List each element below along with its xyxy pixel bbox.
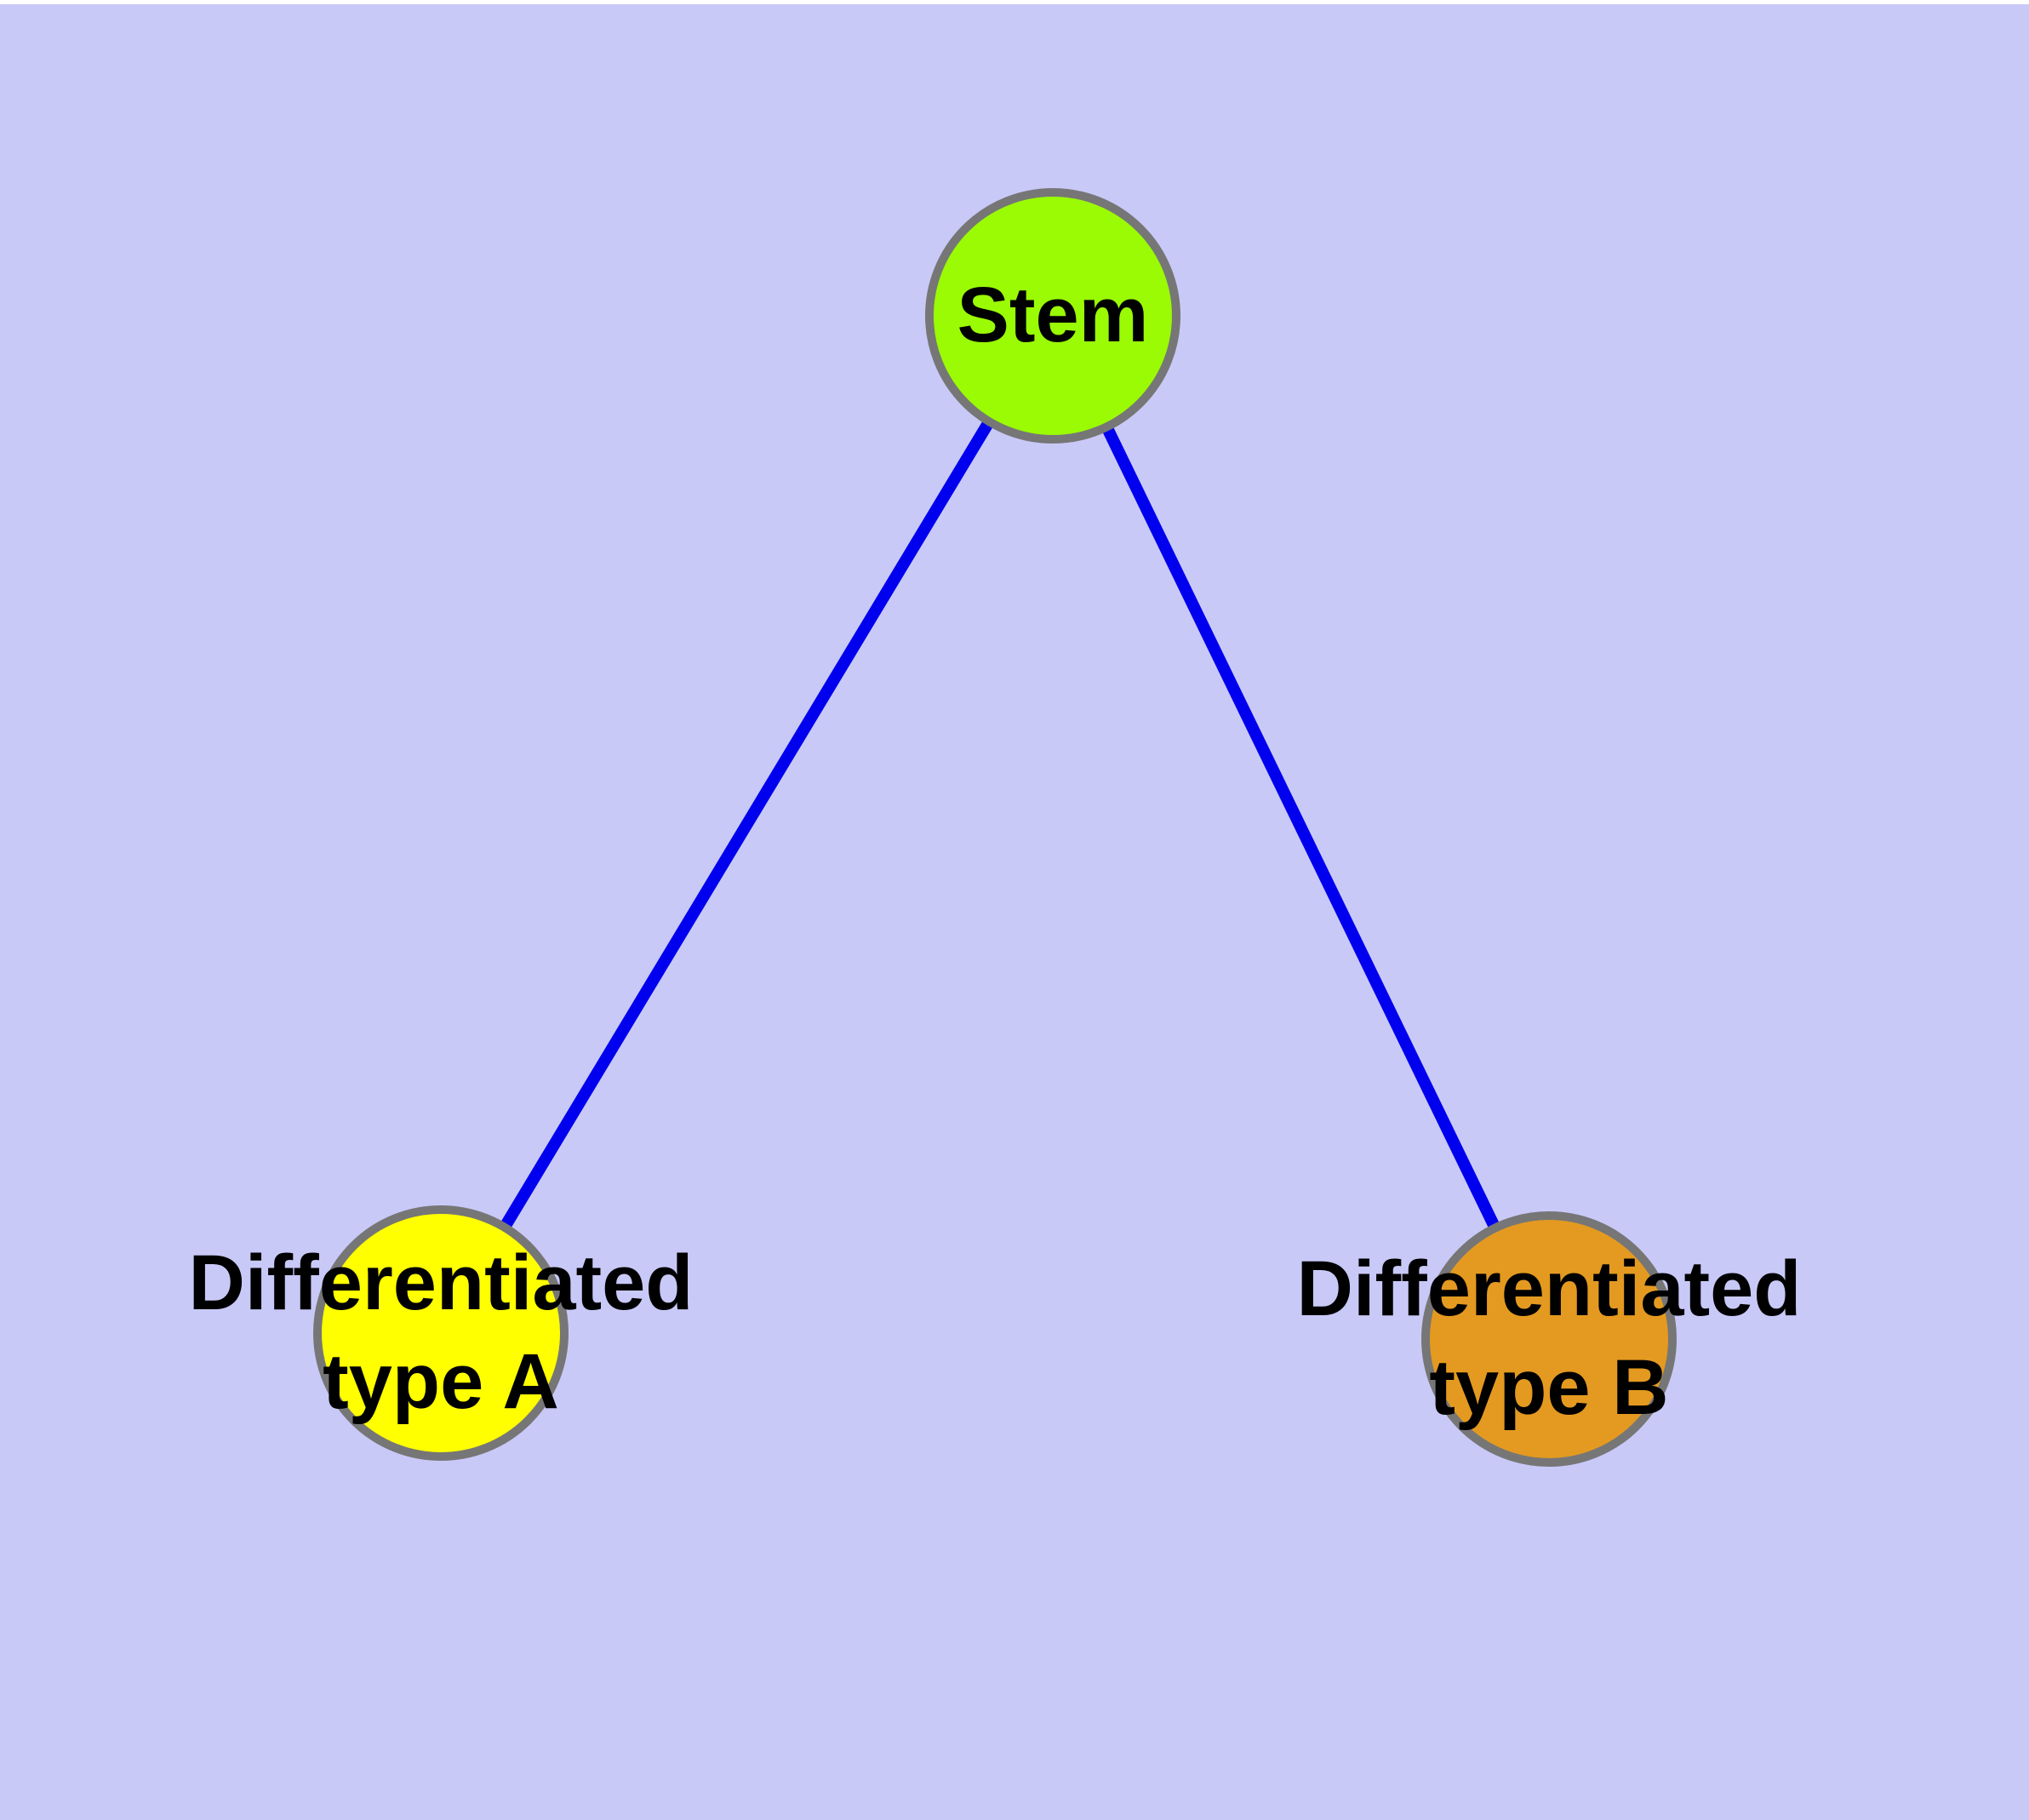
- edge-stem-diff-a: [436, 312, 1058, 1336]
- edge-stem-diff-b: [1047, 312, 1555, 1342]
- node-circle-diff-b: [1421, 1211, 1677, 1467]
- node-circle-stem: [925, 188, 1180, 444]
- node-circle-diff-a: [313, 1205, 569, 1461]
- graph-svg: [313, 188, 1677, 1467]
